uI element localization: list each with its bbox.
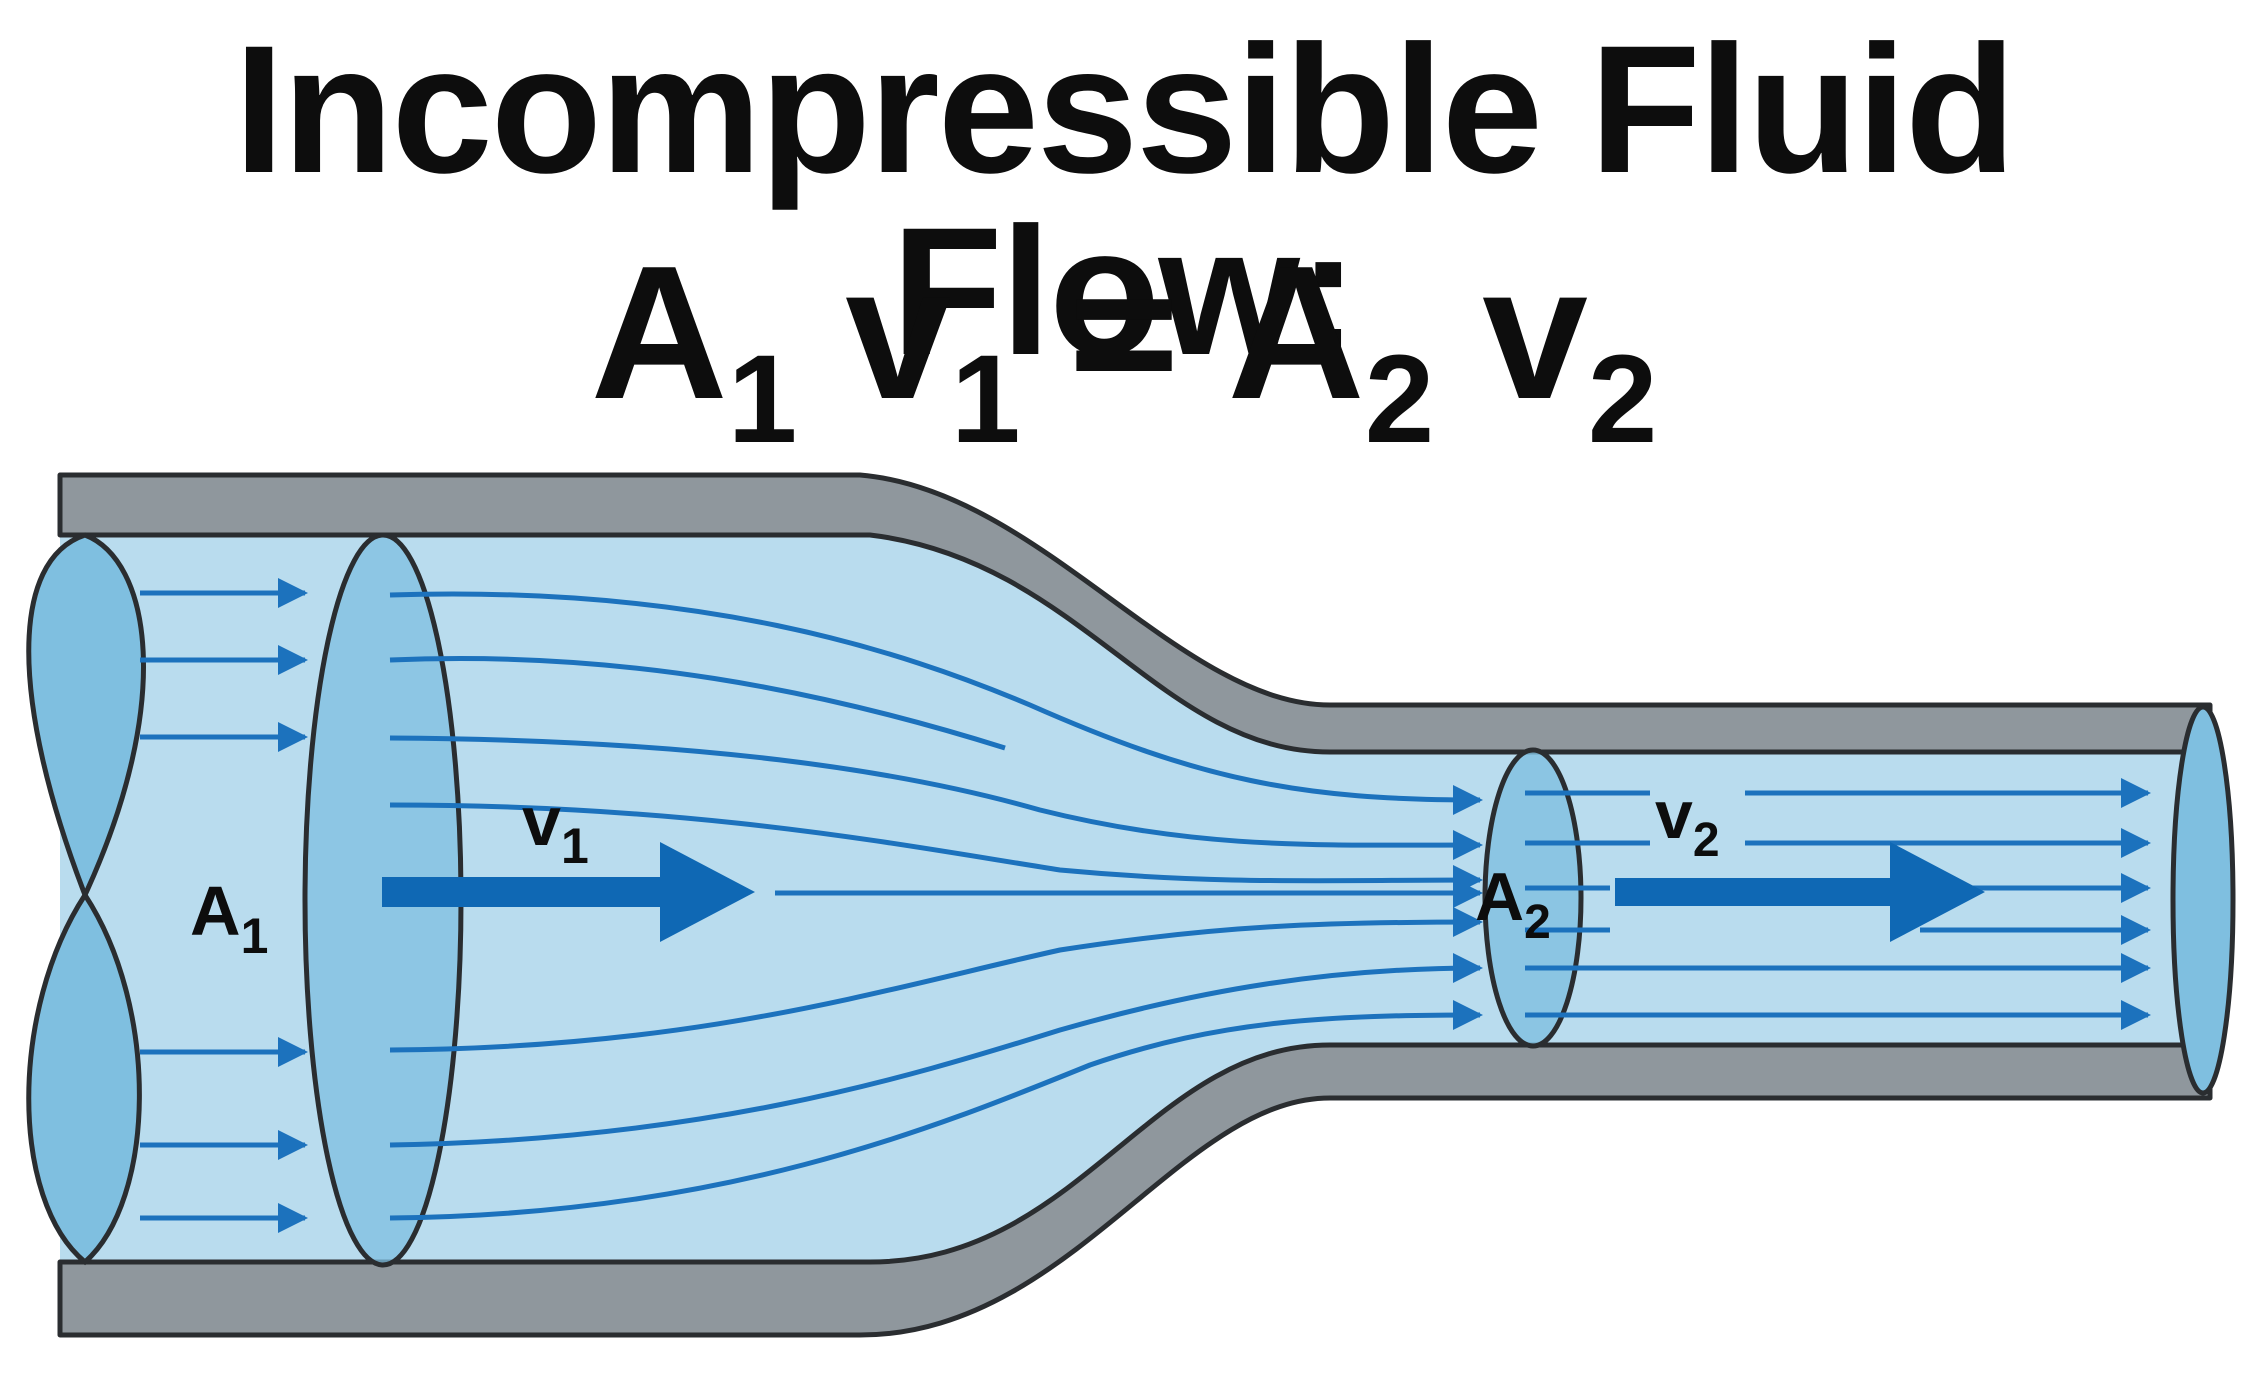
velocity-arrow-v1 xyxy=(382,842,755,942)
outlet-end xyxy=(2170,704,2236,1096)
label-a2: A2 xyxy=(1475,859,1551,949)
fluid-body xyxy=(60,535,2195,1262)
eq-a2: A xyxy=(1227,227,1365,439)
label-a1: A1 xyxy=(190,872,268,964)
page-title: Incompressible Fluid Flow: xyxy=(233,7,2016,393)
inlet-lobe-bottom xyxy=(26,890,142,1266)
eq-a1: A xyxy=(590,227,728,439)
eq-a1-sub: 1 xyxy=(727,329,798,469)
streamline xyxy=(389,655,1006,751)
cross-section-a2 xyxy=(1482,747,1584,1049)
streamline xyxy=(389,1000,1483,1221)
streamline xyxy=(389,907,1483,1053)
pipe-wall-bottom xyxy=(57,1042,2213,1338)
streamline xyxy=(389,591,1483,815)
eq-v1: v xyxy=(845,227,951,439)
eq-v2: v xyxy=(1482,227,1588,439)
streamline xyxy=(389,735,1483,861)
velocity-arrow-v2 xyxy=(1615,842,1985,942)
eq-v1-sub: 1 xyxy=(950,329,1021,469)
label-v1: v1 xyxy=(522,782,589,874)
eq-v2-sub: 2 xyxy=(1587,329,1658,469)
inlet-arrows xyxy=(140,578,308,1233)
eq-equals: = xyxy=(1068,227,1180,439)
streamline xyxy=(389,953,1483,1148)
streamlines xyxy=(389,591,1483,1221)
label-v2: v2 xyxy=(1655,777,1720,867)
eq-a2-sub: 2 xyxy=(1364,329,1435,469)
outlet-streamlines xyxy=(1525,778,2151,1030)
streamline xyxy=(389,802,1483,896)
